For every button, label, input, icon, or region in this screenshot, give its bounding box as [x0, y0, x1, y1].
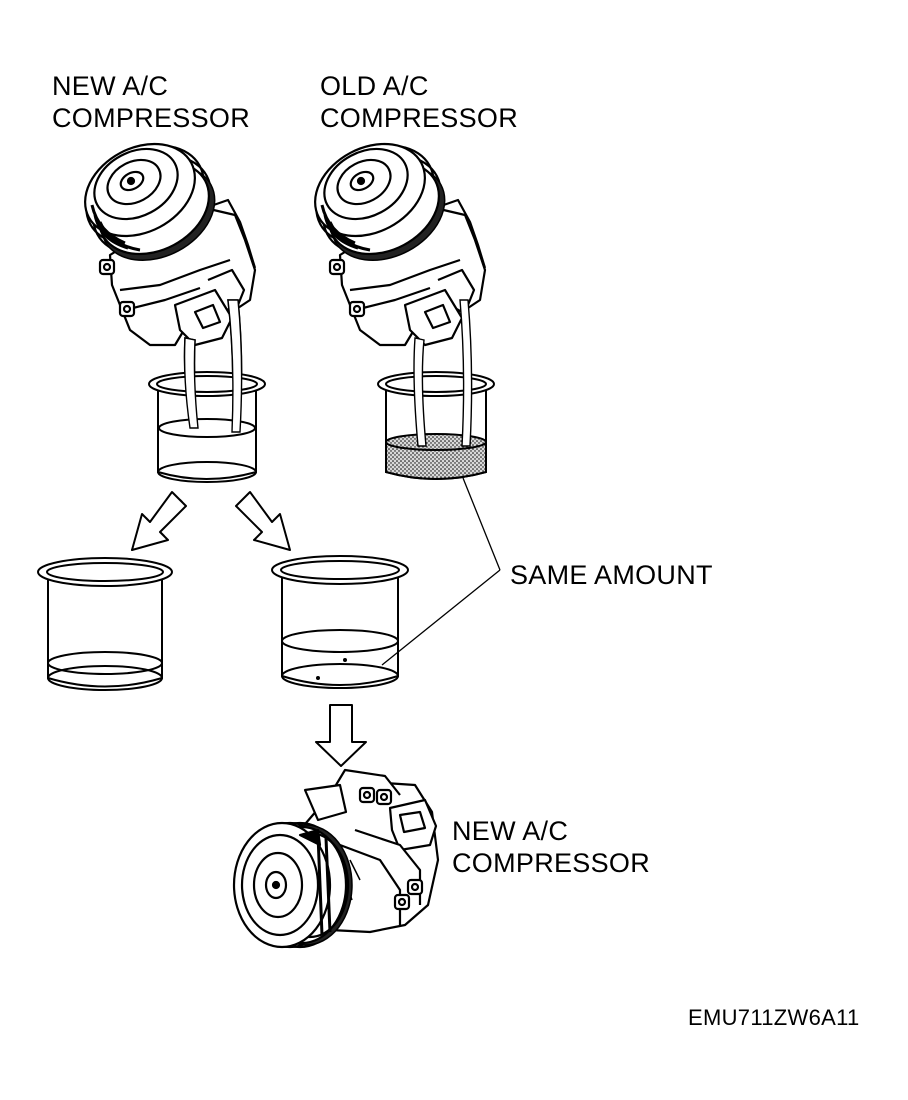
- old-compressor-label: OLD A/C COMPRESSOR: [320, 70, 518, 134]
- new-compressor-label-line1: NEW A/C: [52, 71, 169, 101]
- beaker-same-amount: [271, 555, 409, 689]
- new-compressor-bottom-line1: NEW A/C: [452, 816, 569, 846]
- new-compressor-label-bottom: NEW A/C COMPRESSOR: [452, 815, 650, 879]
- same-amount-callout: SAME AMOUNT: [510, 560, 713, 590]
- beaker-excess-oil: [37, 557, 173, 691]
- down-arrow: [315, 704, 367, 767]
- new-compressor-label-top: NEW A/C COMPRESSOR: [52, 70, 250, 134]
- new-compressor-tilted-drawing: [84, 142, 257, 347]
- new-compressor-label-line2: COMPRESSOR: [52, 103, 251, 133]
- same-amount-leaders: [381, 477, 501, 666]
- old-compressor-label-line2: COMPRESSOR: [320, 103, 519, 133]
- old-compressor-label-line1: OLD A/C: [320, 71, 429, 101]
- figure-code: EMU711ZW6A11: [688, 1005, 860, 1030]
- old-compressor-tilted-drawing: [314, 142, 487, 347]
- new-compressor-bottom-line2: COMPRESSOR: [452, 848, 651, 878]
- new-compressor-installed-drawing: [232, 768, 440, 949]
- split-arrows: [131, 491, 291, 551]
- beaker-new-drain: [148, 299, 266, 483]
- beaker-old-drain: [377, 299, 495, 480]
